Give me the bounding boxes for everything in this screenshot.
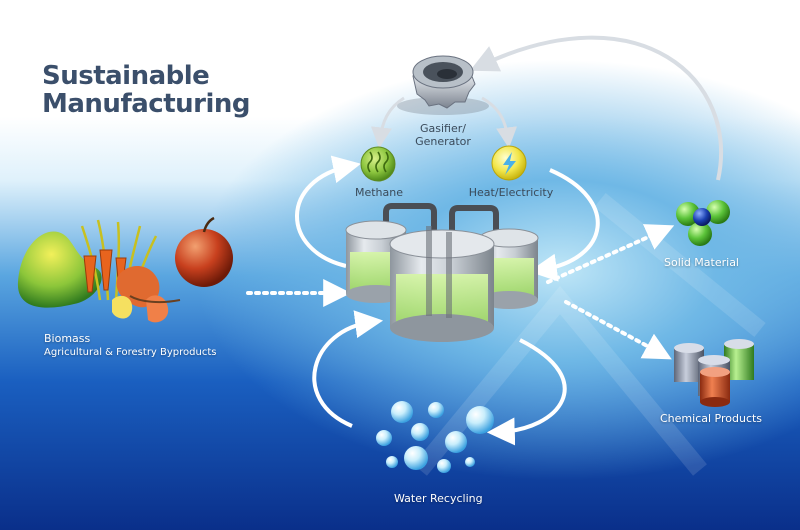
biomass-sublabel: Agricultural & Forestry Byproducts [44, 347, 217, 358]
arrow-reactor-to-methane [295, 155, 361, 268]
chemical-products-label: Chemical Products [660, 412, 763, 425]
heat-electricity-label: Heat/Electricity [468, 186, 554, 199]
canisters-icon [674, 339, 754, 407]
title-line-2: Manufacturing [42, 89, 251, 119]
reactor-tanks-icon [345, 203, 539, 342]
arrow-reactor-to-solid [546, 224, 675, 284]
page-title: Sustainable Manufacturing [42, 61, 251, 119]
arrow-water-to-reactor [312, 310, 384, 428]
biomass-label: Biomass [44, 332, 91, 345]
gasifier-label-line-1: Gasifier/ [420, 122, 466, 135]
arrow-solid-to-gasifier [469, 35, 724, 181]
solid-material-label: Solid Material [664, 256, 739, 269]
gasifier-label: Gasifier/ Generator [412, 122, 474, 148]
arrow-reactor-to-water [486, 338, 567, 446]
methane-icon [360, 146, 396, 182]
methane-label: Methane [354, 186, 404, 199]
lightning-icon [491, 145, 527, 181]
arrow-heat-to-reactor [528, 168, 600, 282]
title-line-1: Sustainable [42, 61, 210, 91]
water-recycling-label: Water Recycling [394, 492, 483, 505]
biomass-icon [17, 216, 233, 323]
arrow-gasifier-to-methane [370, 96, 405, 149]
gasifier-label-line-2: Generator [415, 135, 471, 148]
molecule-icon [676, 200, 730, 246]
gasifier-icon [397, 55, 489, 115]
background-lines [413, 193, 766, 476]
arrow-reactor-to-chemical [564, 300, 672, 360]
bubbles-icon [376, 401, 494, 473]
arrow-gasifier-to-heat [481, 96, 518, 149]
